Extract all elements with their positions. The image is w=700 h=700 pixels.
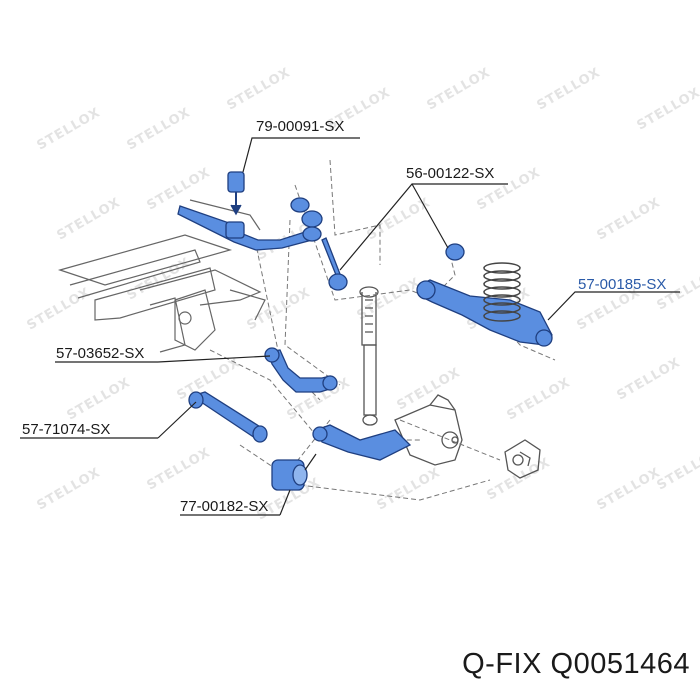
lower-spring-arm-part (416, 279, 553, 347)
part-number: Q0051464 (550, 648, 690, 680)
watermark-text: STELLOX (55, 195, 124, 243)
watermark-text: STELLOX (125, 105, 194, 153)
watermark-text: STELLOX (375, 465, 444, 513)
watermark-text: STELLOX (355, 275, 424, 323)
watermark-text: STELLOX (65, 375, 134, 423)
label-upper-camber-arm: 57-03652-SX (56, 345, 145, 362)
brand-name: Q-FIX (462, 648, 542, 680)
watermark-text: STELLOX (145, 445, 214, 493)
watermark-text: STELLOX (425, 65, 494, 113)
watermark-text: STELLOX (365, 195, 434, 243)
knuckle-lineart (394, 394, 541, 479)
leader-lines (20, 137, 680, 516)
label-knuckle-bushing: 77-00182-SX (180, 498, 269, 515)
watermark-text: STELLOX (485, 455, 554, 503)
footer-brand: Q-FIX Q0051464 (462, 648, 690, 681)
blue-parts (177, 171, 553, 491)
watermark-text: STELLOX (25, 285, 94, 333)
watermark-text: STELLOX (595, 465, 664, 513)
watermark-text: STELLOX (225, 65, 294, 113)
watermark-text: STELLOX (245, 285, 314, 333)
watermark-text: STELLOX (535, 65, 604, 113)
watermark-text: STELLOX (125, 255, 194, 303)
subframe-lineart (57, 199, 266, 353)
watermark-text: STELLOX (655, 445, 700, 493)
watermark-text: STELLOX (145, 165, 214, 213)
label-lower-spring-arm: 57-00185-SX (578, 276, 667, 293)
shock-absorber (359, 286, 379, 426)
knuckle-bushing-part (271, 459, 308, 491)
watermark-text: STELLOX (595, 195, 664, 243)
upper-camber-arm-part (264, 347, 338, 393)
stabilizer-link-part (290, 197, 465, 291)
watermark-text: STELLOX (505, 375, 574, 423)
watermark-text: STELLOX (35, 465, 104, 513)
label-stabilizer-link: 56-00122-SX (406, 165, 495, 182)
label-lower-control-arm: 57-71074-SX (22, 421, 111, 438)
sway-bar-bushing-part (225, 171, 245, 239)
coil-spring (483, 262, 521, 322)
watermark-text: STELLOX (615, 355, 684, 403)
label-sway-bar-bushing: 79-00091-SX (256, 118, 345, 135)
watermark-text: STELLOX (35, 105, 104, 153)
watermark-text: STELLOX (635, 85, 700, 133)
lower-control-arm-part (188, 391, 268, 443)
